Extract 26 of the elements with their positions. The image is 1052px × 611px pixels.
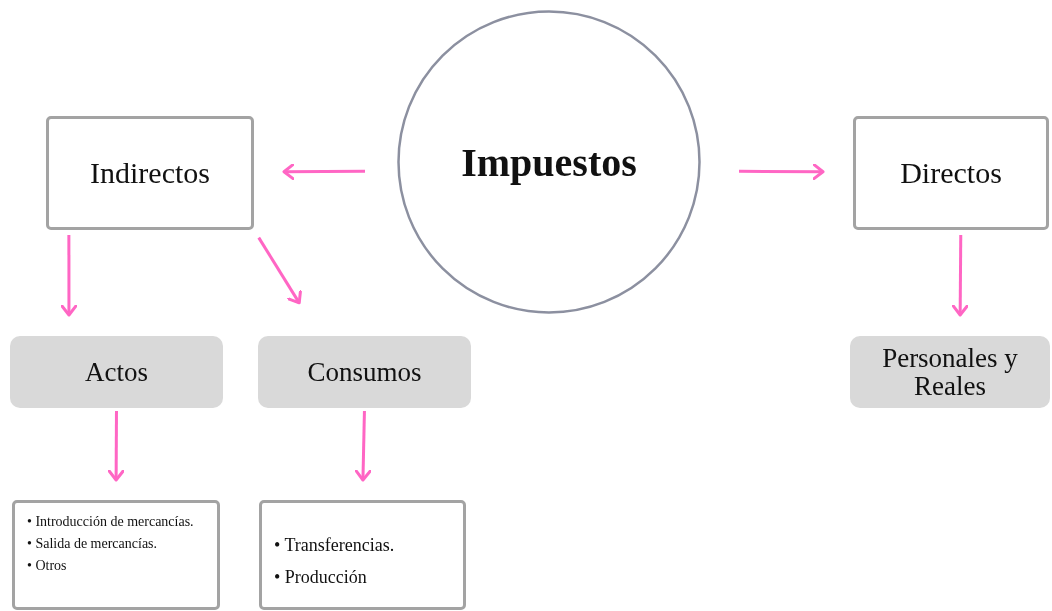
- list-item: • Introducción de mercancías.: [27, 513, 194, 531]
- list-item: • Otros: [27, 557, 68, 575]
- node-label: Directos: [900, 156, 1002, 190]
- subcategory-box: [10, 336, 223, 408]
- arrow: [107, 411, 125, 482]
- node-label: Indirectos: [90, 156, 210, 190]
- subcategory-box: [850, 336, 1050, 408]
- arrow: [951, 235, 969, 317]
- list-box: [259, 500, 466, 610]
- list-item: • Transferencias.: [274, 534, 396, 557]
- concept-circle: [397, 10, 701, 314]
- arrow: [282, 163, 365, 181]
- arrow: [60, 235, 78, 317]
- list-item: • Salida de mercancías.: [27, 535, 158, 553]
- category-box: [46, 116, 254, 230]
- arrow: [739, 163, 825, 181]
- category-box: [853, 116, 1049, 230]
- subcategory-box: [258, 336, 471, 408]
- node-label: Consumos: [307, 357, 422, 387]
- node-label: Impuestos: [461, 138, 637, 186]
- arrow: [257, 236, 302, 305]
- list-item: • Producción: [274, 566, 368, 589]
- list-box: [12, 500, 220, 610]
- arrow: [354, 410, 372, 482]
- node-label: Personales y Reales: [881, 343, 1019, 401]
- node-label: Actos: [85, 357, 148, 387]
